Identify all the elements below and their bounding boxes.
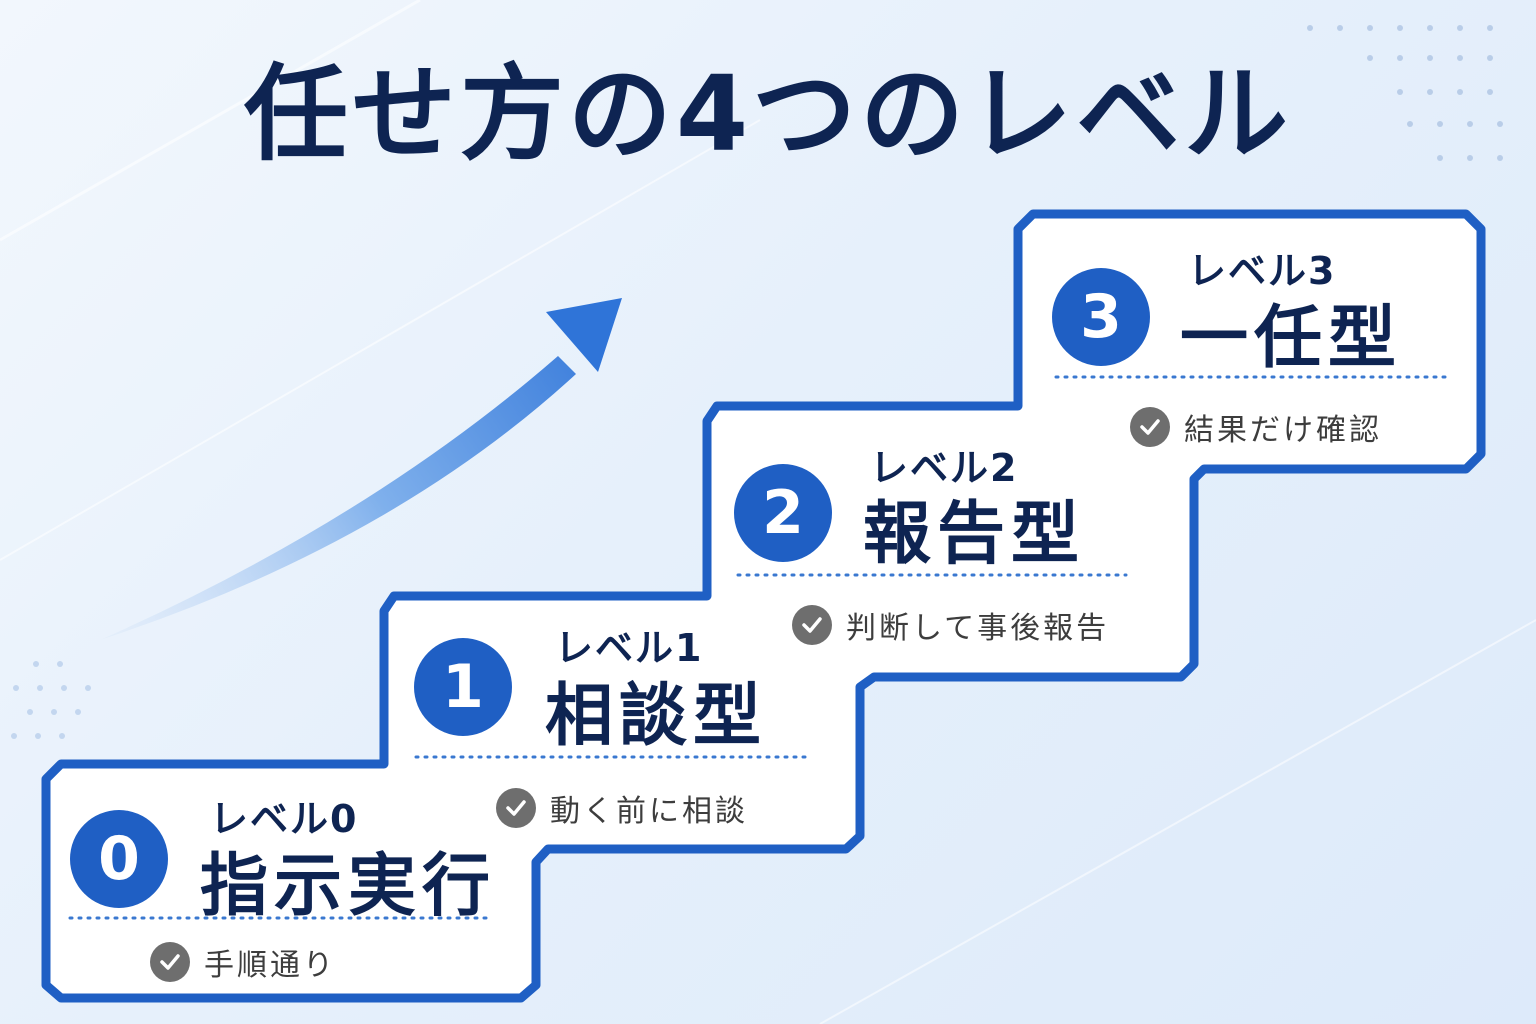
level-2-note: 判断して事後報告 bbox=[846, 611, 1110, 646]
level-0-name: 指示実行 bbox=[200, 847, 497, 926]
dot-pattern-top-right bbox=[1307, 25, 1503, 161]
check-circle-icon bbox=[1130, 407, 1170, 447]
staircase-panel bbox=[41, 209, 1486, 1003]
level-1-number-badge: 1 bbox=[414, 638, 512, 736]
level-1-note-row: 動く前に相談 bbox=[496, 786, 748, 830]
level-3-note: 結果だけ確認 bbox=[1184, 413, 1382, 448]
level-2-name: 報告型 bbox=[863, 495, 1086, 574]
upward-arrow-icon bbox=[100, 298, 622, 640]
level-2-note-row: 判断して事後報告 bbox=[792, 603, 1109, 647]
level-3-note-row: 結果だけ確認 bbox=[1130, 405, 1382, 449]
level-1-name: 相談型 bbox=[545, 677, 768, 756]
dot-pattern-left bbox=[11, 661, 91, 739]
level-1-tag: レベル1 bbox=[555, 626, 704, 670]
page-title: 任せ方の4つのレベル bbox=[243, 53, 1293, 175]
level-0-tag: レベル0 bbox=[210, 797, 359, 841]
level-3-number-badge: 3 bbox=[1052, 268, 1150, 366]
check-circle-icon bbox=[792, 605, 832, 645]
level-0-note: 手順通り bbox=[204, 948, 336, 983]
level-2-number-badge: 2 bbox=[734, 464, 832, 562]
check-circle-icon bbox=[496, 788, 536, 828]
check-circle-icon bbox=[150, 942, 190, 982]
level-3-tag: レベル3 bbox=[1188, 249, 1337, 293]
level-0-number-badge: 0 bbox=[70, 810, 168, 908]
level-1-note: 動く前に相談 bbox=[550, 794, 748, 829]
level-0-note-row: 手順通り bbox=[150, 940, 336, 984]
level-3-name: 一任型 bbox=[1180, 299, 1403, 378]
step-dividers bbox=[68, 375, 1448, 920]
level-2-tag: レベル2 bbox=[870, 446, 1019, 490]
